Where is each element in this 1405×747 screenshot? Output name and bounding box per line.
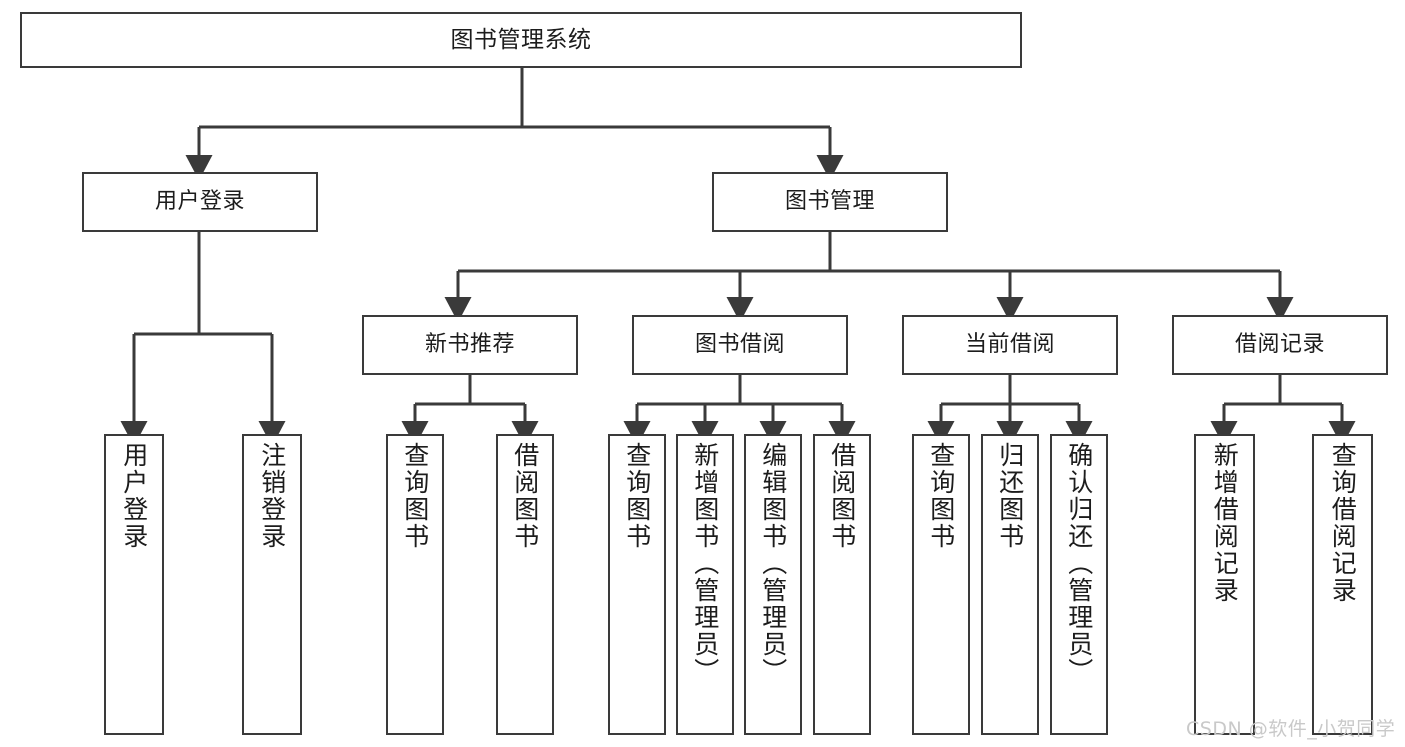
node-leaf-logout-label: 注销登录	[257, 442, 287, 550]
node-leaf-query-record-label: 查询借阅记录	[1328, 442, 1358, 604]
node-new-book-recommend-label: 新书推荐	[424, 332, 515, 358]
node-leaf-add-book-label: 新增图书（管理员）	[690, 442, 720, 685]
node-leaf-add-record-label: 新增借阅记录	[1210, 442, 1240, 604]
node-current-borrow-label: 当前借阅	[964, 332, 1055, 358]
node-book-manage[interactable]: 图书管理	[712, 172, 948, 232]
node-leaf-add-record[interactable]: 新增借阅记录	[1194, 434, 1255, 735]
node-book-borrow[interactable]: 图书借阅	[632, 315, 848, 375]
node-leaf-return-book[interactable]: 归还图书	[981, 434, 1039, 735]
node-book-manage-label: 图书管理	[784, 189, 875, 215]
node-book-borrow-label: 图书借阅	[694, 332, 785, 358]
csdn-watermark: CSDN @软件_小贺同学	[1186, 718, 1396, 740]
node-leaf-query-book-3-label: 查询图书	[926, 442, 956, 550]
node-leaf-user-login[interactable]: 用户登录	[104, 434, 164, 735]
node-leaf-query-book-1-label: 查询图书	[400, 442, 430, 550]
node-leaf-edit-book[interactable]: 编辑图书（管理员）	[744, 434, 802, 735]
node-leaf-confirm-return[interactable]: 确认归还（管理员）	[1050, 434, 1108, 735]
node-user-login[interactable]: 用户登录	[82, 172, 318, 232]
node-leaf-edit-book-label: 编辑图书（管理员）	[758, 442, 788, 685]
node-leaf-borrow-book-1[interactable]: 借阅图书	[496, 434, 554, 735]
node-leaf-borrow-book-2-label: 借阅图书	[827, 442, 857, 550]
node-leaf-query-book-1[interactable]: 查询图书	[386, 434, 444, 735]
node-leaf-add-book[interactable]: 新增图书（管理员）	[676, 434, 734, 735]
node-root-label: 图书管理系统	[450, 26, 592, 53]
node-leaf-return-book-label: 归还图书	[995, 442, 1025, 550]
node-leaf-query-book-2[interactable]: 查询图书	[608, 434, 666, 735]
node-leaf-user-login-label: 用户登录	[119, 442, 149, 550]
node-leaf-borrow-book-1-label: 借阅图书	[510, 442, 540, 550]
node-leaf-borrow-book-2[interactable]: 借阅图书	[813, 434, 871, 735]
node-borrow-record[interactable]: 借阅记录	[1172, 315, 1388, 375]
node-leaf-logout[interactable]: 注销登录	[242, 434, 302, 735]
node-leaf-query-book-2-label: 查询图书	[622, 442, 652, 550]
node-current-borrow[interactable]: 当前借阅	[902, 315, 1118, 375]
node-leaf-query-book-3[interactable]: 查询图书	[912, 434, 970, 735]
node-new-book-recommend[interactable]: 新书推荐	[362, 315, 578, 375]
node-user-login-label: 用户登录	[154, 189, 245, 215]
node-borrow-record-label: 借阅记录	[1234, 332, 1325, 358]
node-leaf-query-record[interactable]: 查询借阅记录	[1312, 434, 1373, 735]
node-root[interactable]: 图书管理系统	[20, 12, 1022, 68]
node-leaf-confirm-return-label: 确认归还（管理员）	[1064, 442, 1094, 685]
